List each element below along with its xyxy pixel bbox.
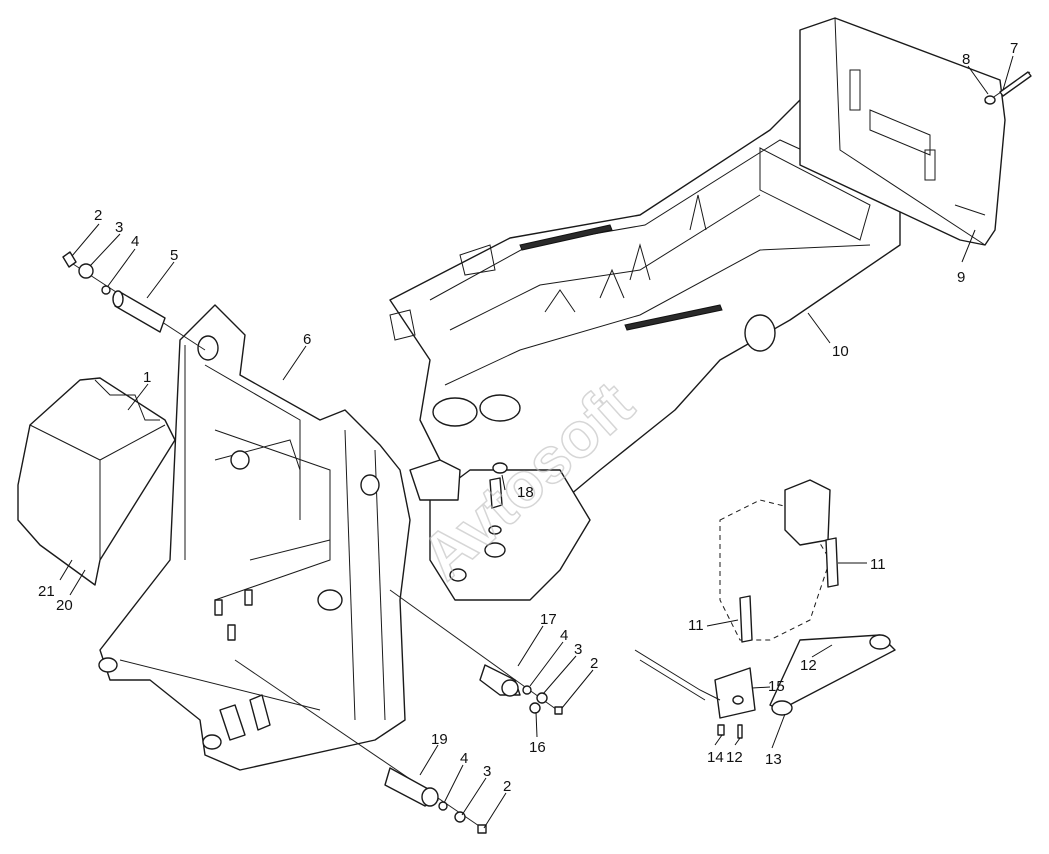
callout-14: 14 — [707, 749, 724, 766]
callout-20: 20 — [56, 597, 73, 614]
callout-3-mid: 3 — [574, 641, 582, 658]
bolt-7-washer-8 — [984, 71, 1032, 105]
callout-17: 17 — [540, 611, 557, 628]
callouts: 2 3 4 5 6 1 7 8 9 10 11 11 12 15 13 14 1… — [38, 40, 1018, 795]
callout-12-right: 12 — [800, 657, 817, 674]
callout-16: 16 — [529, 739, 546, 756]
callout-7: 7 — [1010, 40, 1018, 57]
counterweight — [799, 17, 1006, 246]
callout-2-bottom: 2 — [503, 778, 511, 795]
callout-8: 8 — [962, 51, 970, 68]
callout-11-right: 11 — [870, 556, 886, 573]
callout-21: 21 — [38, 583, 55, 600]
callout-13: 13 — [765, 751, 782, 768]
callout-6: 6 — [303, 331, 311, 348]
callout-2-top: 2 — [94, 207, 102, 224]
front-frame — [98, 304, 411, 771]
callout-4-bottom: 4 — [460, 750, 468, 767]
callout-12-bottom: 12 — [726, 749, 743, 766]
callout-15: 15 — [768, 678, 785, 695]
hitch-inset — [634, 479, 896, 739]
pin-5-assembly — [62, 251, 206, 351]
callout-9: 9 — [957, 269, 965, 286]
callout-3-bottom: 3 — [483, 763, 491, 780]
cover-plate — [17, 377, 176, 586]
leader-lines — [59, 55, 1014, 829]
callout-3-top: 3 — [115, 219, 123, 236]
callout-4-top: 4 — [131, 233, 139, 250]
callout-19: 19 — [431, 731, 448, 748]
callout-18: 18 — [517, 484, 534, 501]
pin-18 — [409, 459, 508, 535]
callout-10: 10 — [832, 343, 849, 360]
pin-19-assembly — [234, 659, 487, 834]
callout-11-left: 11 — [688, 617, 704, 634]
callout-2-mid: 2 — [590, 655, 598, 672]
callout-5: 5 — [170, 247, 178, 264]
callout-4-mid: 4 — [560, 627, 568, 644]
callout-1: 1 — [143, 369, 151, 386]
pin-17-assembly — [389, 589, 563, 715]
rear-frame — [389, 99, 901, 601]
